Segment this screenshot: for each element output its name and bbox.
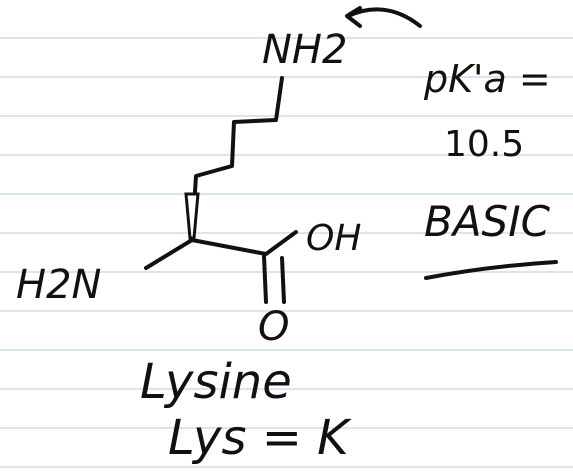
side-chain-bonds (190, 76, 284, 240)
carbonyl-oxygen-label: O (258, 304, 289, 350)
amine-label: H2N (16, 262, 101, 308)
carbonyl-double-bond (262, 254, 286, 304)
wedge-bond (184, 192, 200, 240)
classification-underline (424, 260, 558, 280)
molecule-name: Lysine (140, 354, 292, 410)
molecule-abbreviation: Lys = K (168, 410, 352, 466)
hydroxyl-label: OH (306, 218, 361, 259)
backbone-bonds (144, 230, 298, 270)
side-chain-amine-label: NH2 (262, 27, 347, 73)
arrow-head-icon (345, 6, 362, 28)
pka-value: 10.5 (444, 124, 524, 165)
pka-label: pK'a = (423, 57, 551, 101)
classification-label: BASIC (424, 197, 551, 246)
